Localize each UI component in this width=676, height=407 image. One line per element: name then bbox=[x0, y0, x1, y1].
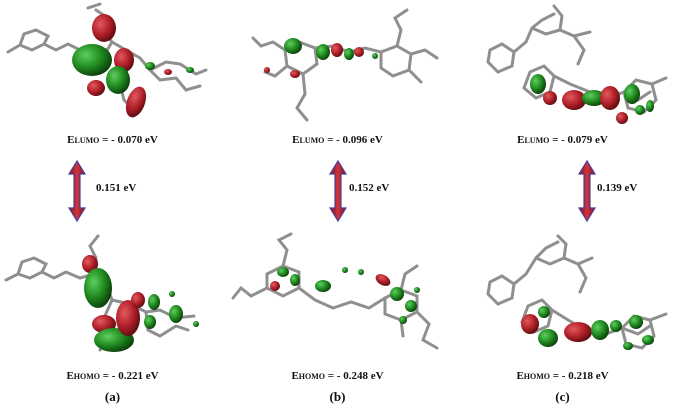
homo-orbital-diagram-c bbox=[486, 234, 668, 350]
panel-c: ELUMO = - 0.079 eV 0.139 eV EHOMO = - 0.… bbox=[450, 0, 675, 407]
lumo-orbital-diagram-a bbox=[6, 2, 208, 118]
energy-gap-arrow-b bbox=[329, 160, 347, 222]
energy-gap-value-b: 0.152 eV bbox=[349, 182, 390, 194]
energy-gap-arrow-c bbox=[578, 160, 596, 222]
energy-gap-value-a: 0.151 eV bbox=[96, 182, 137, 194]
homo-energy-c: EHOMO = - 0.218 eV bbox=[516, 370, 609, 382]
lumo-energy-c: ELUMO = - 0.079 eV bbox=[517, 134, 608, 146]
homo-energy-b: EHOMO = - 0.248 eV bbox=[291, 370, 384, 382]
panel-label-a: (a) bbox=[104, 389, 121, 404]
energy-gap-value-c: 0.139 eV bbox=[597, 182, 638, 194]
panel-label-b: (b) bbox=[329, 389, 346, 404]
homo-energy-a: EHOMO = - 0.221 eV bbox=[66, 370, 159, 382]
lumo-orbital-diagram-c bbox=[486, 4, 668, 124]
homo-orbital-diagram-b bbox=[231, 232, 439, 350]
lumo-energy-a: ELUMO = - 0.070 eV bbox=[67, 134, 158, 146]
homo-orbital-diagram-a bbox=[4, 234, 199, 352]
panel-b: ELUMO = - 0.096 eV 0.152 eV EHOMO = - 0.… bbox=[225, 0, 450, 407]
energy-gap-arrow-a bbox=[68, 160, 86, 222]
lumo-orbital-diagram-b bbox=[251, 8, 439, 122]
lumo-energy-b: ELUMO = - 0.096 eV bbox=[292, 134, 383, 146]
panel-label-c: (c) bbox=[555, 389, 570, 404]
panel-a: ELUMO = - 0.070 eV 0.151 eV EHOMO = - 0.… bbox=[0, 0, 225, 407]
